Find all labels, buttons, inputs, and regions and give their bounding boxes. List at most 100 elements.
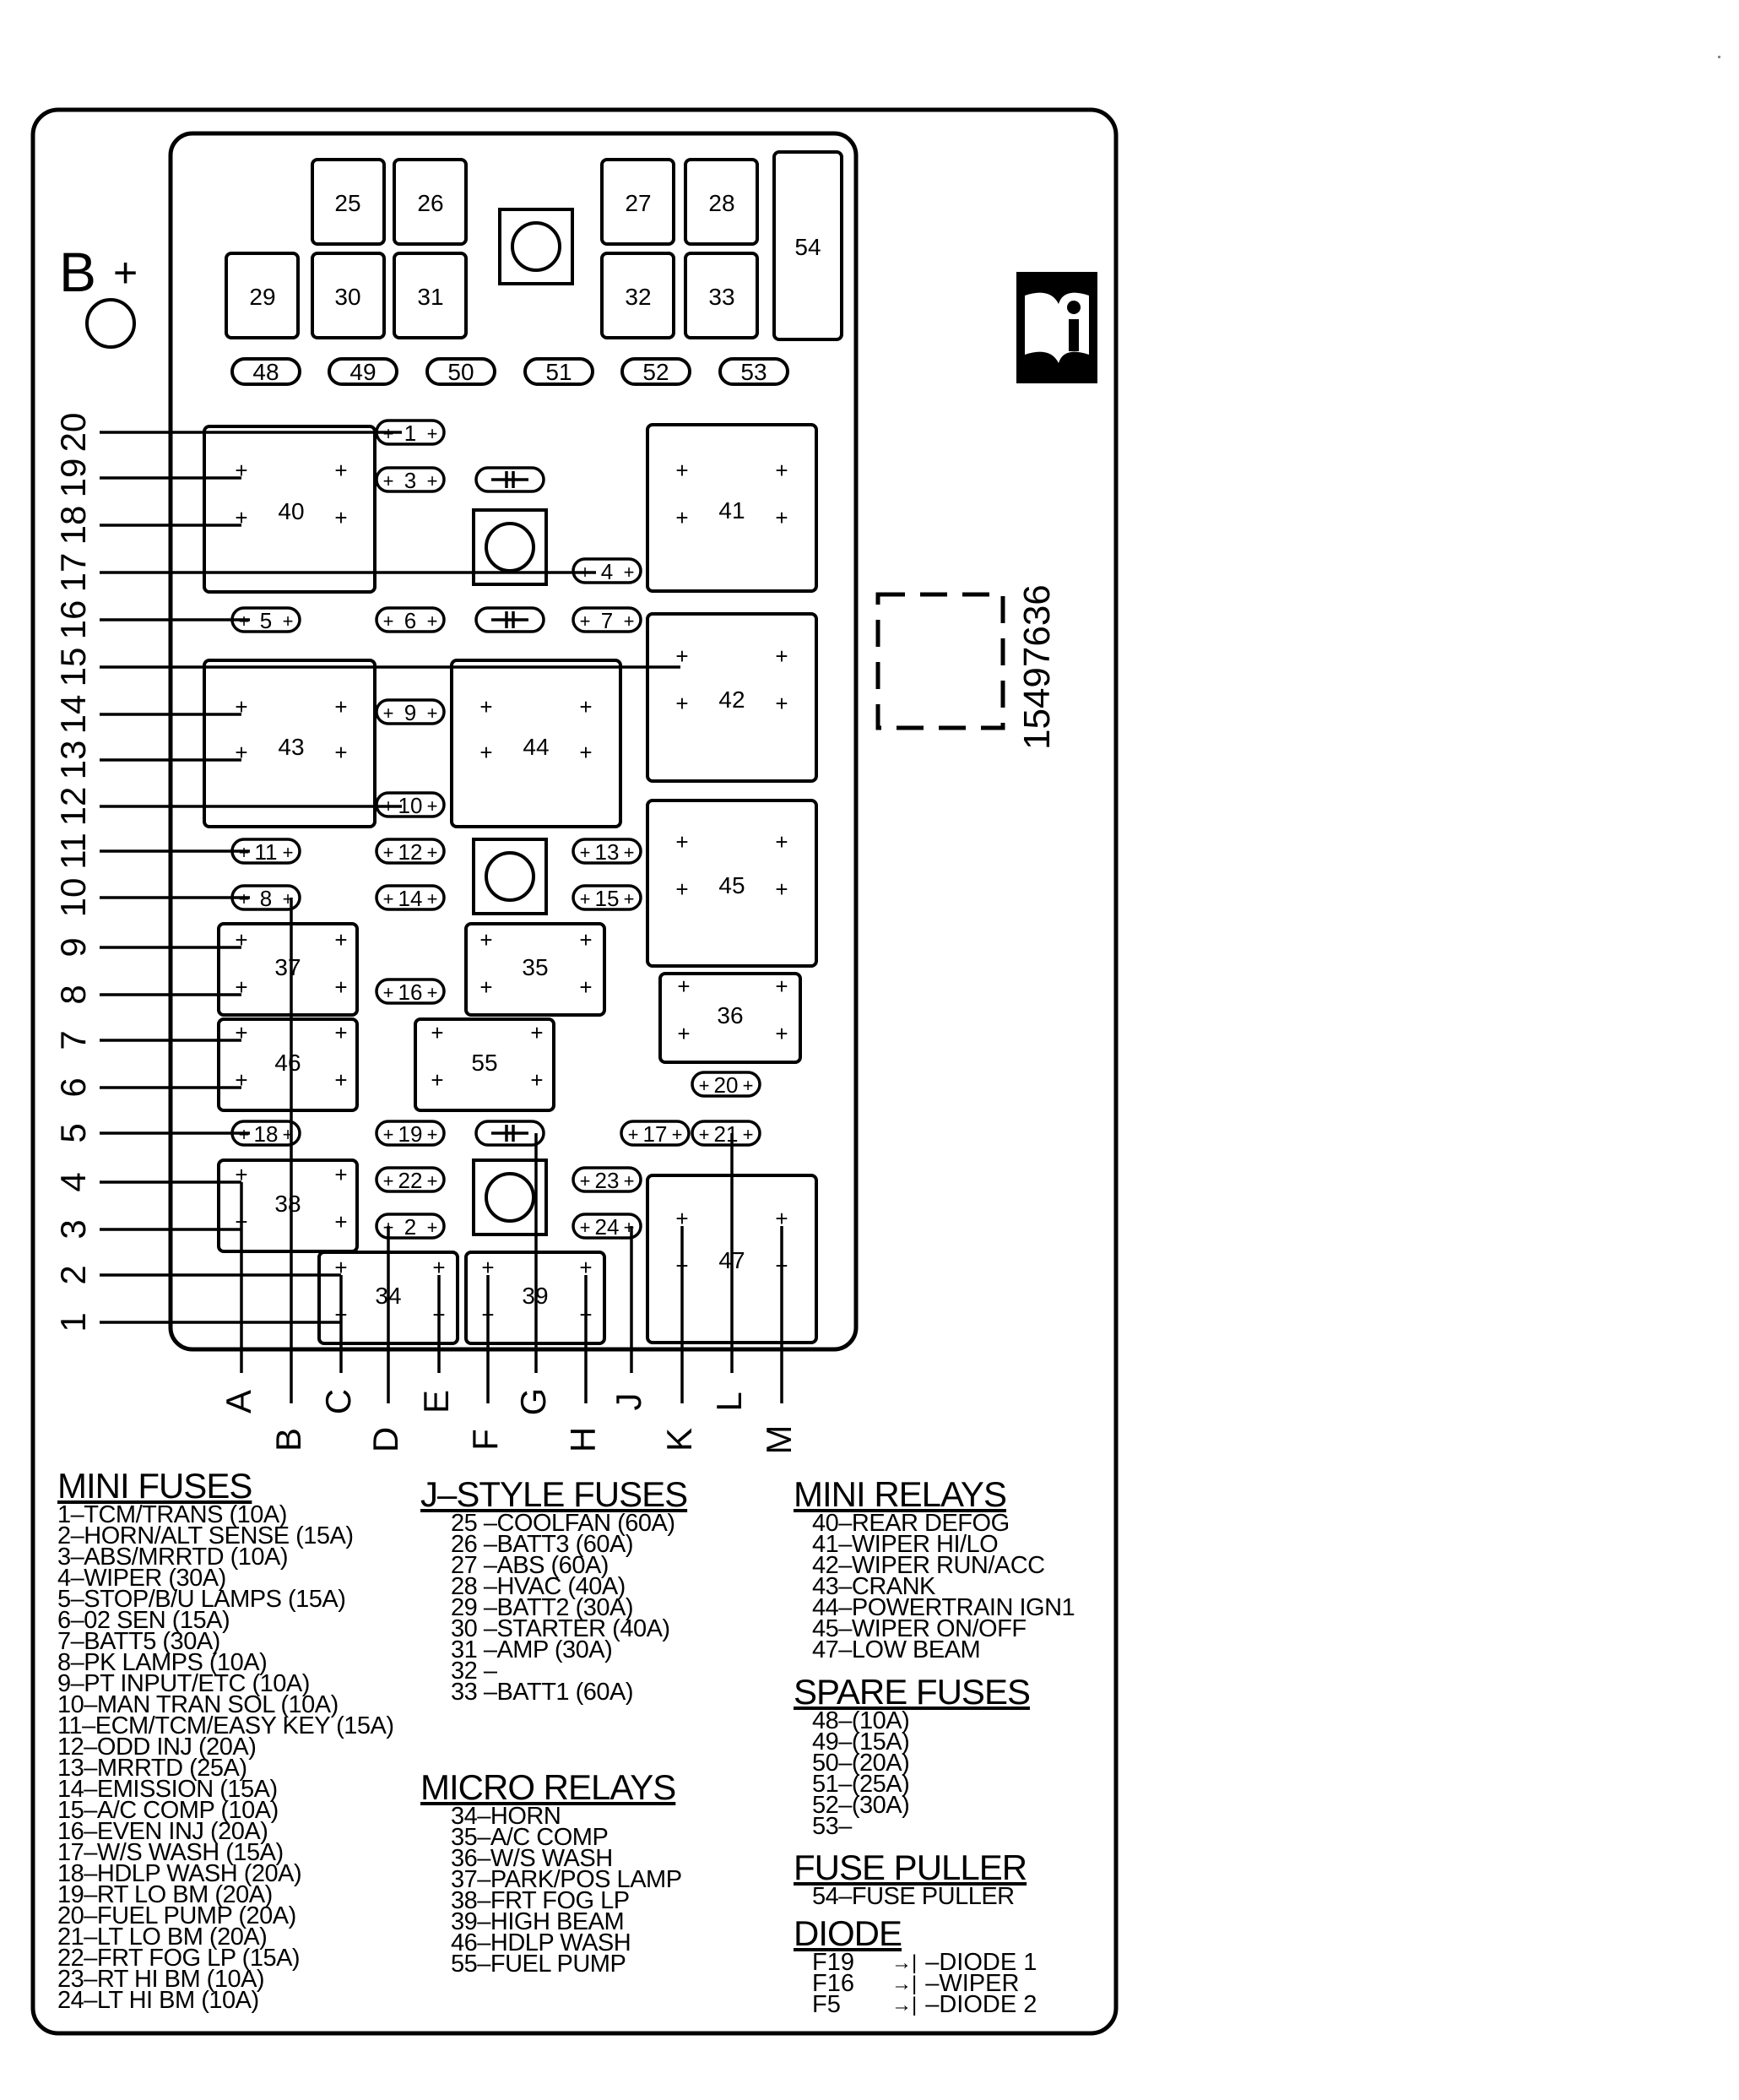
mini-fuse-6-plus-right: + (427, 610, 438, 632)
relay-36-terminal-2: + (775, 974, 788, 999)
mini-fuse-4-plus-right: + (624, 562, 635, 583)
mini-fuse-17 (620, 1120, 691, 1147)
mini-fuse-20-label: 20 (714, 1072, 739, 1098)
fuse-31-label: 31 (417, 284, 443, 310)
mini_fuses-item: 8–PK LAMPS (10A) (57, 1649, 268, 1676)
left-number-18: 18 (53, 506, 93, 545)
diode-legend-text: –DIODE 2 (925, 1991, 1037, 2018)
relay-36-terminal-4: + (775, 1021, 788, 1046)
spare_fuses-item: 53– (812, 1813, 852, 1840)
fuse-25-label: 25 (334, 190, 360, 216)
legend-mini-fuses-title: MINI FUSES (57, 1466, 252, 1506)
mini-fuse-23-label: 23 (595, 1168, 620, 1193)
inner-panel (168, 131, 859, 1352)
micro_relays-item: 38–FRT FOG LP (451, 1887, 630, 1914)
relay-40-terminal-4: + (334, 505, 347, 530)
left-number-9: 9 (53, 937, 93, 957)
relay-45-terminal-3: + (675, 876, 688, 902)
mini_relays-item: 41–WIPER HI/LO (812, 1531, 999, 1558)
spare-fuse-53 (718, 357, 789, 386)
mini-fuse-16-label: 16 (398, 979, 423, 1005)
mini-fuse-19-plus-left: + (383, 1124, 394, 1145)
j_style-item: 28 –HVAC (40A) (451, 1573, 626, 1600)
left-number-14: 14 (53, 695, 93, 735)
diode-legend-id: F16 (812, 1970, 854, 1997)
bottom-letter-B: B (268, 1428, 308, 1452)
relay-37-label: 37 (274, 954, 301, 980)
legend-fuse-puller-title: FUSE PULLER (794, 1848, 1027, 1887)
fuse-26-box (393, 158, 468, 246)
bottom-letter-K: K (659, 1428, 699, 1452)
j_style-item: 30 –STARTER (40A) (451, 1615, 670, 1642)
fuse-puller-54-box (772, 150, 843, 341)
fuse-26-label: 26 (417, 190, 443, 216)
bolt-3-frame (472, 1159, 548, 1236)
relay-35-terminal-2: + (579, 927, 592, 952)
bolt-group (472, 508, 548, 1236)
mini-fuse-22-plus-left: + (383, 1170, 394, 1191)
diode-symbol-icon: →| (891, 1951, 918, 1974)
mini-fuse-1-label: 1 (404, 421, 416, 446)
mini-fuse-14 (375, 884, 446, 911)
mini-fuse-3-label: 3 (404, 468, 416, 493)
fuse-28-label: 28 (708, 190, 734, 216)
relay-39-terminal-2: + (579, 1255, 592, 1280)
mini-fuse-4-label: 4 (601, 559, 613, 584)
mini-fuse-12-plus-right: + (427, 842, 438, 863)
owners-manual-icon (1016, 272, 1097, 383)
mini-fuse-15 (572, 884, 642, 911)
mini-fuse-9-plus-left: + (383, 703, 394, 724)
relay-42-label: 42 (718, 686, 745, 713)
j-style-fuses: 25 26 27 28 29 30 31 32 33 54 (225, 150, 843, 341)
mini-fuse-14-plus-right: + (427, 888, 438, 909)
mini-fuse-1-plus-right: + (427, 423, 438, 444)
mini-fuse-22-plus-right: + (427, 1170, 438, 1191)
fuse-27-box (600, 158, 675, 246)
left-number-19: 19 (53, 459, 93, 498)
relay-37-terminal-2: + (334, 927, 347, 952)
left-number-5: 5 (53, 1123, 93, 1142)
spare-fuse-50 (425, 357, 496, 386)
diode-legend-text: –WIPER (925, 1970, 1020, 1997)
legend-j-style-title: J–STYLE FUSES (420, 1474, 688, 1514)
diode-symbol-icon: →| (891, 1994, 918, 2016)
relay-55-label: 55 (471, 1050, 497, 1076)
fuse-30-label: 30 (334, 284, 360, 310)
relay-55-terminal-4: + (530, 1067, 543, 1093)
mini-fuse-6 (375, 606, 446, 633)
micro_relays-item: 34–HORN (451, 1803, 561, 1830)
relay-35-terminal-1: + (479, 927, 492, 952)
j_style-item: 31 –AMP (30A) (451, 1636, 613, 1663)
diode-legend-text: –DIODE 1 (925, 1949, 1037, 1976)
relay-41-box (646, 423, 818, 593)
relay-45-terminal-4: + (775, 876, 788, 902)
relay-41-terminal-4: + (775, 505, 788, 530)
relay-36-label: 36 (717, 1002, 743, 1028)
mini-fuse-11-label: 11 (255, 839, 278, 865)
mini-fuse-24-plus-left: + (580, 1217, 591, 1238)
bolt-2-frame (472, 838, 548, 915)
mini-fuse-14-label: 14 (398, 886, 423, 911)
diode-symbol-icon: →| (891, 1972, 918, 1995)
j_style-item: 26 –BATT3 (60A) (451, 1531, 634, 1558)
diode-slot-3 (474, 1120, 545, 1147)
legend-fuse-puller-list: 54–FUSE PULLER (812, 1885, 1027, 1909)
mini-fuse-11-plus-right: + (283, 842, 294, 863)
relay-group: 40++++41++++42++++43++++44++++45++++36++… (203, 423, 818, 1345)
relay-41-terminal-2: + (775, 458, 788, 483)
spare_fuses-item: 49–(15A) (812, 1728, 910, 1755)
mini-fuse-7-label: 7 (601, 608, 613, 633)
mini_fuses-item: 7–BATT5 (30A) (57, 1628, 220, 1655)
mini_fuses-item: 14–EMISSION (15A) (57, 1776, 278, 1803)
b-plus-sign: + (113, 249, 138, 296)
left-number-13: 13 (53, 741, 93, 780)
left-number-15: 15 (53, 648, 93, 687)
bottom-letter-G: G (513, 1388, 553, 1416)
j_style-item: 33 –BATT1 (60A) (451, 1679, 634, 1706)
mini-fuse-19 (375, 1120, 446, 1147)
mini-fuse-6-plus-left: + (383, 610, 394, 632)
bolt-2 (485, 851, 535, 902)
